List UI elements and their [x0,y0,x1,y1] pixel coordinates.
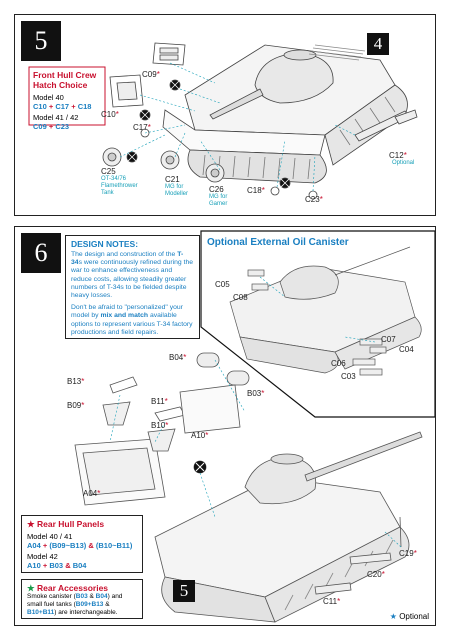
label-c18: C18* [247,186,265,195]
step-5-panel: 5 4 [14,14,436,216]
label-c03: C03 [341,372,356,381]
design-notes-box: DESIGN NOTES: The design and constructio… [65,235,200,339]
rear-acc-title: ★ Rear Accessories [27,583,109,593]
label-c19: C19* [399,549,417,558]
label-a04: A04* [83,489,101,498]
label-c23: C23* [305,195,323,204]
label-b04: B04* [169,353,187,362]
hatch-parts-a: C10 + C17 + C18 [33,102,92,111]
hatch-choice-title-2: Hatch Choice [33,80,88,90]
c21-note-1: MG for [165,184,184,190]
design-notes-title: DESIGN NOTES: [71,239,139,249]
c25-note-3: Tank [101,190,114,196]
optional-footnote: ★ Optional [389,612,429,621]
reference-badge: 4 [367,33,389,55]
hatch-model-b: Model 41 / 42 [33,113,79,122]
design-notes-para-1: The design and construction of the T-34s… [71,251,194,300]
label-c05: C05 [215,280,230,289]
label-c20: C20* [367,570,385,579]
rear-hull-panels-box: ★ Rear Hull Panels Model 40 / 41 A04 + (… [21,515,143,573]
label-c06: C06 [331,359,346,368]
label-c08: C08 [233,293,248,302]
label-c25: C25 [101,167,116,176]
tank-hull-drawing [28,42,418,200]
hatch-parts-b: C09 + C23 [33,122,70,131]
reference-badge: 5 [173,580,195,602]
label-b09: B09* [67,401,85,410]
design-notes-para-2: Don't be afraid to "personalized" your m… [71,304,193,336]
label-b03: B03* [247,389,265,398]
rear-hull-parts-a: A04 + (B09~B13) & (B10~B11) [27,541,133,550]
rear-hull-model-b: Model 42 [27,552,58,561]
c25-note-2: Flamethrower [101,183,138,189]
c26-note-1: MG for [209,194,228,200]
label-c21: C21 [165,175,180,184]
label-c11: C11* [323,597,341,606]
c26-note-2: Gamer [209,201,228,207]
rear-hull-model-a: Model 40 / 41 [27,532,73,541]
hatch-model-a: Model 40 [33,93,64,102]
rear-accessories-box: ★ Rear Accessories Smoke canister (B03 &… [21,579,143,619]
c25-note-1: OT-34/76 [101,176,127,182]
label-c04: C04 [399,345,414,354]
label-c07: C07 [381,335,396,344]
label-c09: C09* [142,70,160,79]
c12-note: Optional [392,160,415,166]
oil-canister-title: Optional External Oil Canister [207,237,349,248]
label-c26: C26 [209,185,224,194]
c21-note-2: Modeller [165,191,189,197]
label-b11: B11* [151,397,168,406]
label-c10: C10* [101,110,119,119]
step-number: 5 [21,21,61,61]
hatch-choice-title-1: Front Hull Crew [33,70,97,80]
label-c12: C12* [389,151,407,160]
label-b10: B10* [151,421,169,430]
step-number: 6 [21,233,61,273]
label-c17: C17* [133,123,151,132]
label-b13: B13* [67,377,85,386]
step-6-panel: 6 [14,226,436,626]
rear-hull-parts-b: A10 + B03 & B04 [27,561,87,570]
label-a10: A10* [191,431,209,440]
hatch-choice-box: Front Hull Crew Hatch Choice Model 40 C1… [29,67,105,131]
rear-acc-text: Smoke canister (B03 & B04) and small fue… [27,593,123,616]
rear-hull-title: ★ Rear Hull Panels [27,519,105,529]
tank-rear-drawing [74,230,435,623]
